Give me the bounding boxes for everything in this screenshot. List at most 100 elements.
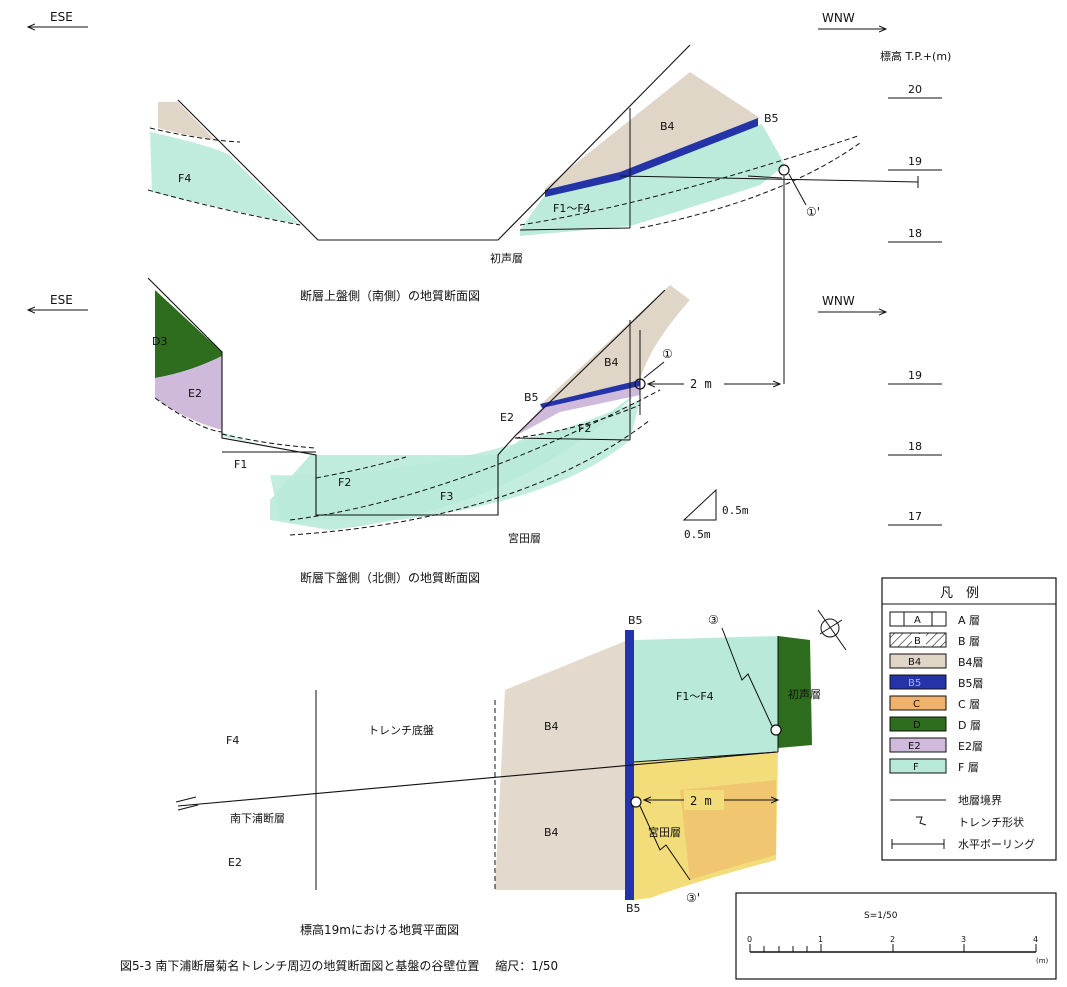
elevation-ticks-lower: 19 18 17 (888, 369, 942, 526)
elev-tick-18b: 18 (908, 440, 922, 453)
plan-marker-bot: ③' (686, 891, 700, 905)
elevation-ticks-upper: 20 19 18 (888, 83, 942, 243)
upper-trench-profile (177, 44, 691, 241)
elevation-header: 標高 T.P.+(m) (880, 49, 951, 63)
upper-label-b4: B4 (660, 120, 675, 133)
plan-label-b5-top: B5 (628, 614, 643, 627)
plan-label-b4a: B4 (544, 720, 559, 733)
scalebar-tick-4: 4 (1033, 935, 1038, 944)
lower-scale-h: 0.5m (684, 528, 711, 541)
lower-label-e2: E2 (188, 387, 202, 400)
scalebar-tick-3: 3 (961, 935, 966, 944)
legend-swatch-e2-text: E2 (908, 741, 921, 752)
upper-f4-fill (150, 132, 300, 225)
legend-swatch-d (889, 716, 947, 732)
legend-swatch-d-text: D (913, 720, 921, 731)
lower-label-e2b: E2 (500, 411, 514, 424)
direction-right-label: WNW (822, 11, 855, 25)
legend-label-b: B 層 (958, 635, 980, 648)
plan-label-trench-floor: トレンチ底盤 (368, 723, 434, 737)
upper-boring-marker: ①' (806, 205, 820, 219)
legend-label-boring: 水平ボーリング (958, 837, 1035, 851)
legend-swatch-f (889, 758, 947, 774)
legend-label-b5: B5層 (958, 677, 984, 690)
lower-section-title: 断層下盤側（北側）の地質断面図 (300, 570, 480, 585)
legend-swatch-b5 (889, 674, 947, 690)
direction-wnw-top: WNW (818, 11, 886, 29)
lower-section: ① 2 m 0.5m 0.5m D3 E2 F1 F2 F3 B5 E2 B4 … (147, 277, 780, 585)
north-arrow-icon (817, 609, 847, 651)
upper-label-f4: F4 (178, 172, 191, 185)
plan-title: 標高19mにおける地質平面図 (300, 922, 459, 937)
direction-left-label-2: ESE (50, 293, 73, 307)
scalebar-tick-1: 1 (818, 935, 823, 944)
lower-d3-fill (155, 290, 222, 378)
direction-right-label-2: WNW (822, 294, 855, 308)
legend-label-c: C 層 (958, 698, 980, 711)
upper-boring-circle (778, 164, 790, 176)
plan-b4-fill (495, 640, 628, 890)
legend-swatch-b5-text: B5 (908, 678, 921, 689)
legend-label-e2: E2層 (958, 740, 983, 753)
upper-label-base: 初声層 (490, 251, 523, 265)
legend-line-trench (916, 816, 927, 826)
lower-label-f2b: F2 (578, 422, 591, 435)
scalebar-unit: (m) (1036, 957, 1049, 965)
plan-label-f1f4: F1～F4 (676, 690, 714, 703)
lower-scale-v: 0.5m (722, 504, 749, 517)
elev-tick-19b: 19 (908, 369, 922, 382)
lower-b5-band (540, 380, 640, 408)
lower-label-f2a: F2 (338, 476, 351, 489)
direction-ese-mid: ESE (28, 293, 88, 310)
legend-swatch-a-text: A (914, 615, 921, 626)
plan-view: ③ ③' 2 m F4 トレンチ底盤 B4 B4 B5 B5 F1～F4 初声層… (175, 609, 847, 937)
plan-label-miyata: 宮田層 (648, 825, 681, 839)
plan-label-fault: 南下浦断層 (230, 811, 285, 825)
legend-swatch-b-text: B (914, 636, 921, 647)
legend-label-b4: B4層 (958, 656, 984, 669)
lower-distance: 2 m (690, 377, 712, 391)
scalebar: S=1/50 0 1 2 3 4 (m) (735, 892, 1057, 980)
legend-title: 凡 例 (940, 586, 979, 601)
elev-tick-18: 18 (908, 227, 922, 240)
legend-swatch-e2 (889, 737, 947, 753)
scalebar-tick-2: 2 (890, 935, 895, 944)
legend-label-f: F 層 (958, 761, 979, 774)
plan-marker-top: ③ (708, 613, 719, 627)
upper-section: ①' F4 B4 B5 F1～F4 初声層 断層上盤側（南側）の地質断面図 (147, 44, 919, 384)
elev-tick-20: 20 (908, 83, 922, 96)
plan-fault-line (177, 751, 777, 807)
upper-label-b5: B5 (764, 112, 779, 125)
legend-swatch-c-text: C (913, 699, 920, 710)
elev-tick-17: 17 (908, 510, 922, 523)
lower-label-base: 宮田層 (508, 531, 541, 545)
legend-swatch-f-text: F (913, 762, 919, 773)
lower-label-f1: F1 (234, 458, 247, 471)
plan-marker-top-circle (770, 724, 782, 736)
lower-label-b5: B5 (524, 391, 539, 404)
legend: 凡 例 A A 層 B B 層 B4 B4層 B5 B5層 C C 層 D D … (881, 577, 1057, 861)
direction-left-label: ESE (50, 10, 73, 24)
figure-caption: 図5-3 南下浦断層菊名トレンチ周辺の地質断面図と基盤の谷壁位置 縮尺：1/50 (120, 958, 558, 973)
direction-ese-top: ESE (28, 10, 88, 27)
lower-boring-marker: ① (662, 347, 673, 361)
lower-f-fill-2 (270, 400, 640, 520)
plan-label-e2: E2 (228, 856, 242, 869)
legend-swatch-b4 (889, 653, 947, 669)
plan-label-f4: F4 (226, 734, 239, 747)
lower-label-f3: F3 (440, 490, 453, 503)
lower-e2-right (515, 385, 640, 436)
legend-swatch-c (889, 695, 947, 711)
scalebar-title: S=1/50 (864, 911, 898, 921)
upper-f-fill (520, 124, 785, 236)
upper-section-title: 断層上盤側（南側）の地質断面図 (300, 288, 480, 303)
scalebar-tick-0: 0 (747, 935, 752, 944)
legend-label-boundary: 地層境界 (958, 793, 1002, 807)
legend-label-d: D 層 (958, 719, 981, 732)
plan-d-fill (778, 636, 812, 748)
legend-label-trench: トレンチ形状 (958, 815, 1024, 829)
lower-trench-profile (147, 277, 666, 516)
lower-label-b4: B4 (604, 356, 619, 369)
legend-swatch-b4-text: B4 (908, 657, 921, 668)
